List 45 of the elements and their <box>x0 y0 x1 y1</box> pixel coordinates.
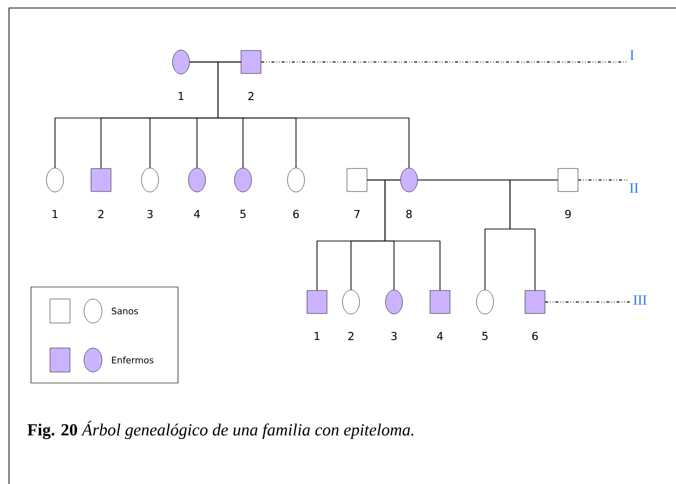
male-symbol <box>240 50 262 74</box>
individual-number: 4 <box>437 332 443 340</box>
male-symbol <box>306 290 328 314</box>
individual-number: 4 <box>194 210 200 218</box>
female-symbol <box>234 168 252 192</box>
individual-number: 6 <box>532 332 538 340</box>
individual-number: 2 <box>248 92 254 100</box>
caption: Fig. 20 Árbol genealógico de una familia con epiteloma. <box>28 420 414 440</box>
female-symbol <box>342 290 360 314</box>
female-symbol <box>385 290 403 314</box>
generation-leader-line <box>578 179 628 181</box>
individual-number: 5 <box>240 210 246 218</box>
descent-line <box>384 180 440 291</box>
individual-number: 1 <box>178 92 184 100</box>
legend-text: Sanos <box>112 308 138 314</box>
legend-text: Enfermos <box>112 356 154 364</box>
individual-number: 2 <box>98 210 104 218</box>
individual-number: 3 <box>147 210 153 218</box>
generation-label: I <box>630 50 634 60</box>
female-symbol <box>46 168 64 192</box>
individual-number: 1 <box>52 210 58 218</box>
generation-leader-line <box>261 61 628 63</box>
male-symbol <box>558 168 578 192</box>
individual-number: 5 <box>482 332 488 340</box>
descent-line <box>510 180 558 291</box>
male-symbol <box>90 168 112 192</box>
individual-number: 7 <box>354 210 360 218</box>
male-symbol <box>524 290 546 314</box>
individual-number: 8 <box>406 210 412 218</box>
individual-number: 6 <box>293 210 299 218</box>
female-symbol <box>188 168 206 192</box>
male-symbol <box>430 290 450 314</box>
female-symbol <box>141 168 159 192</box>
female-symbol <box>172 50 190 74</box>
individual-number: 2 <box>348 332 354 340</box>
female-symbol <box>400 168 418 192</box>
generation-label: II <box>630 183 638 193</box>
female-symbol <box>476 290 494 314</box>
female-symbol <box>287 168 305 192</box>
individual-number: 9 <box>565 210 571 218</box>
individual-number: 1 <box>314 332 320 340</box>
generation-label: III <box>634 295 647 305</box>
generation-leader-line <box>545 301 632 303</box>
male-symbol <box>346 168 368 192</box>
individual-number: 3 <box>391 332 397 340</box>
